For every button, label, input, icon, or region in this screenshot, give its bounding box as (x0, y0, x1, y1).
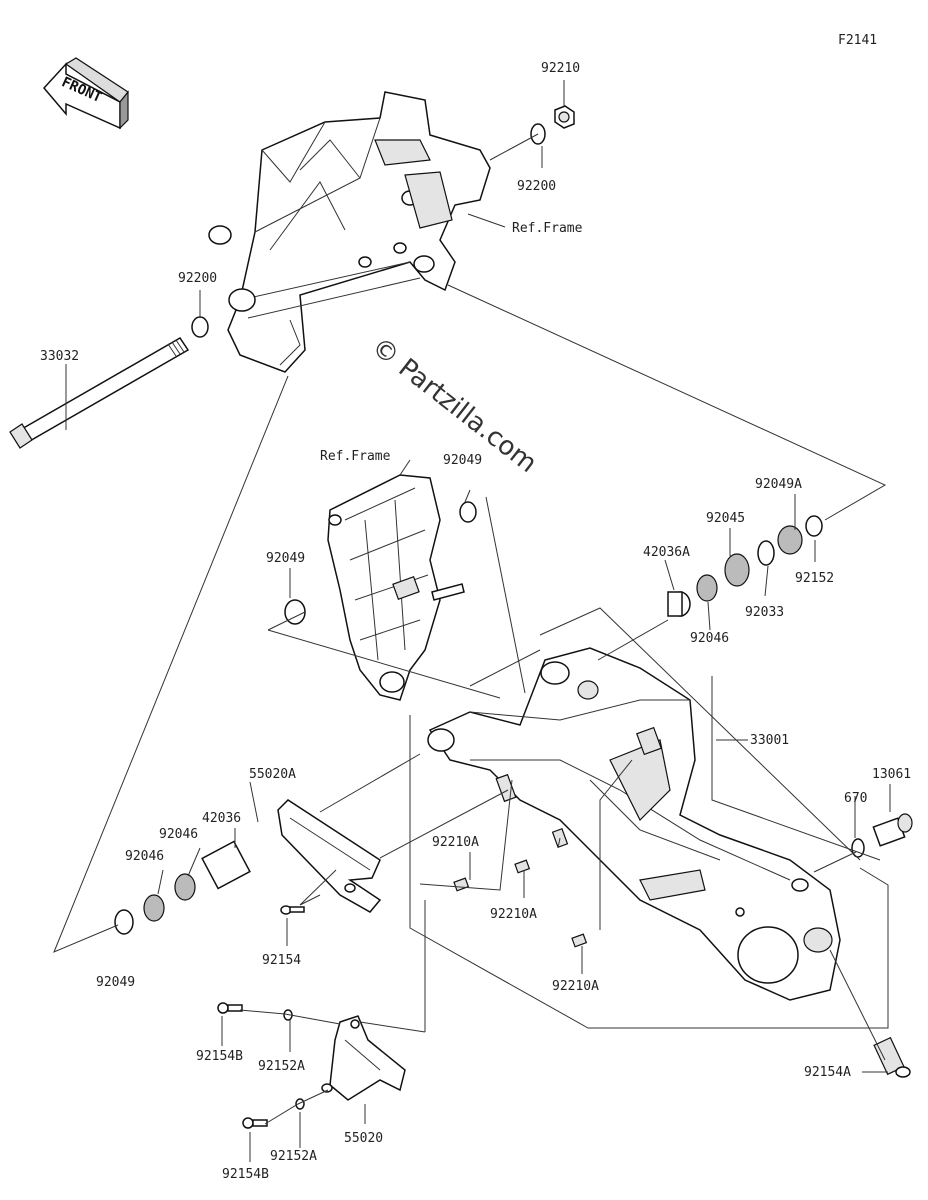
label-33001: 33001 (750, 733, 789, 748)
bolt-92154 (280, 905, 305, 915)
bearing-92049-top (459, 501, 477, 523)
label-42036A: 42036A (643, 545, 690, 560)
guard-55020 (321, 1015, 406, 1101)
figure-code: F2141 (838, 33, 877, 48)
label-92046-right: 92046 (690, 631, 729, 646)
label-92154A: 92154A (804, 1065, 851, 1080)
label-92152A-bottom: 92152A (270, 1149, 317, 1164)
washer-92152A-bottom (295, 1098, 305, 1110)
label-92033: 92033 (745, 605, 784, 620)
label-92210A-3: 92210A (552, 979, 599, 994)
leader-lines (53, 80, 891, 1162)
label-92200-top: 92200 (517, 179, 556, 194)
label-92154B-bottom: 92154B (222, 1167, 269, 1182)
bearing-stack-left (114, 840, 251, 935)
bolt-92154B-top (217, 1002, 243, 1014)
swing-arm-33001 (427, 647, 841, 1001)
label-92049-top: 92049 (443, 453, 482, 468)
label-92210-top: 92210 (541, 61, 580, 76)
front-arrow-icon: FRONT (43, 57, 129, 130)
label-33032: 33032 (40, 349, 79, 364)
frame-top (208, 91, 491, 373)
label-55020A: 55020A (249, 767, 296, 782)
label-92154: 92154 (262, 953, 301, 968)
ref-frame-top-label: Ref.Frame (512, 221, 583, 236)
bolt-92154A (873, 1036, 911, 1078)
washer-92200-left (191, 316, 209, 338)
ref-frame-mid-label: Ref.Frame (320, 449, 391, 464)
label-92049-left: 92049 (266, 551, 305, 566)
bearing-stack-right (667, 515, 823, 617)
label-92210A-1: 92210A (432, 835, 479, 850)
chain-guide-55020A (277, 799, 382, 913)
label-92210A-2: 92210A (490, 907, 537, 922)
label-670: 670 (844, 791, 867, 806)
label-55020: 55020 (344, 1131, 383, 1146)
bolt-92154B-bottom (242, 1117, 268, 1129)
label-42036: 42036 (202, 811, 241, 826)
label-92049-bottom: 92049 (96, 975, 135, 990)
pivot-shaft-33032 (9, 336, 190, 449)
label-92045: 92045 (706, 511, 745, 526)
label-92154B-top: 92154B (196, 1049, 243, 1064)
bolt-92210A-3 (571, 933, 588, 948)
label-92046-b: 92046 (125, 849, 164, 864)
label-92152: 92152 (795, 571, 834, 586)
bolt-92210A-2 (514, 859, 531, 874)
bolt-92210A-1 (453, 877, 470, 892)
frame-plate-mid (327, 474, 465, 701)
nut-92210-top (554, 105, 575, 129)
fitting-13061 (872, 813, 913, 847)
label-92049A: 92049A (755, 477, 802, 492)
label-92200-left: 92200 (178, 271, 217, 286)
label-92046-a: 92046 (159, 827, 198, 842)
label-13061: 13061 (872, 767, 911, 782)
label-92152A-top: 92152A (258, 1059, 305, 1074)
